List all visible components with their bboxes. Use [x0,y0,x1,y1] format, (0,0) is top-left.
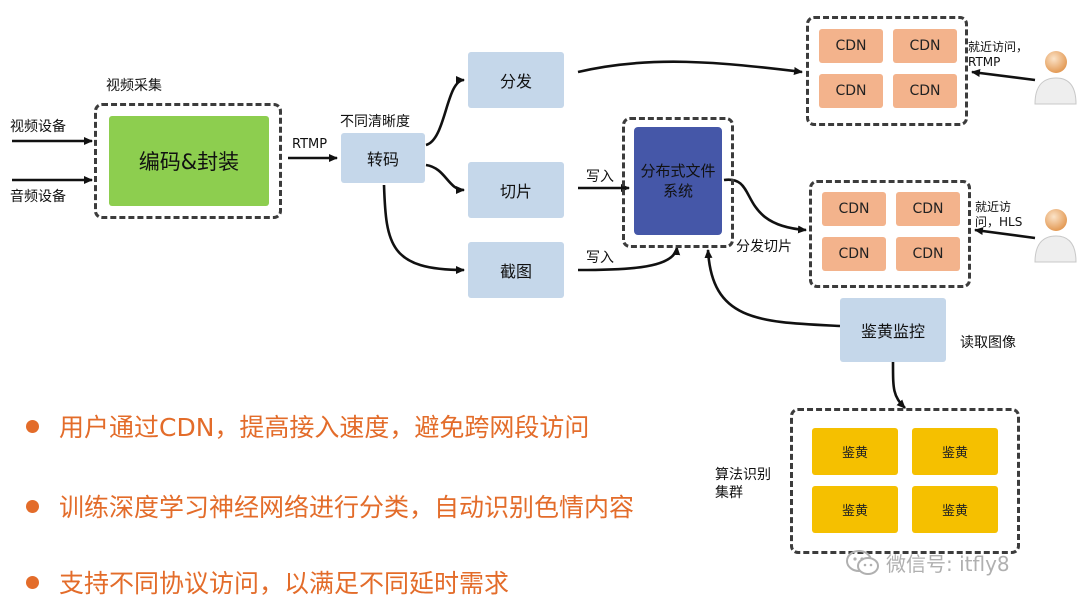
arrow-monitor-to-cluster [891,361,906,409]
nearby-hls-label: 就近访问，HLS [975,200,1023,229]
arrow-user2 [974,227,1036,240]
write-label-2: 写入 [586,250,614,266]
algo-cluster-label: 算法识别集群 [715,467,771,501]
algo-cluster-group [790,408,1020,554]
capture-label: 视频采集 [106,78,162,94]
watermark: 微信号: itfly8 [846,548,1010,577]
arrow-dfs-to-cdn [723,178,807,234]
cdn-node: CDN [896,192,960,226]
bullet-dot-icon [26,500,39,513]
cluster-node: 鉴黄 [912,428,998,475]
cdn-node: CDN [896,237,960,271]
cdn-node: CDN [819,74,883,108]
write-label-1: 写入 [586,169,614,185]
cdn-node: CDN [822,192,886,226]
user-icon [1034,51,1077,105]
bullet-item: 用户通过CDN，提高接入速度，避免跨网段访问 [26,410,669,446]
cdn-node: CDN [819,29,883,63]
bullet-text: 训练深度学习神经网络进行分类，自动识别色情内容 [59,493,635,522]
arrow-monitor-to-dfs [704,249,841,328]
slice-box: 切片 [468,162,564,218]
bullet-item: 支持不同协议访问，以满足不同延时需求 [26,566,669,602]
bullet-text: 支持不同协议访问，以满足不同延时需求 [59,569,510,598]
arrow-user1 [971,69,1036,82]
arrow-to-distribute [425,76,465,147]
audio-device-label: 音频设备 [10,189,66,205]
encode-box: 编码&封装 [109,116,269,206]
cdn-group-rtmp [806,16,968,126]
cluster-node: 鉴黄 [812,428,898,475]
dfs-group [622,117,734,248]
arrow-screenshot-to-dfs [577,246,681,272]
capture-group [94,103,282,219]
cluster-node: 鉴黄 [812,486,898,533]
arrow-to-screenshot [382,184,465,274]
cluster-node: 鉴黄 [912,486,998,533]
bullet-item: 训练深度学习神经网络进行分类，自动识别色情内容 [26,490,669,526]
transcode-box: 转码 [341,133,425,183]
distribute-box: 分发 [468,52,564,108]
distribute-slices-label: 分发切片 [736,239,792,255]
read-image-label: 读取图像 [960,335,1016,351]
wechat-icon [846,549,879,575]
cdn-node: CDN [893,29,957,63]
porn-monitor-box: 鉴黄监控 [840,298,946,362]
bullet-dot-icon [26,576,39,589]
arrow-to-slice [425,163,465,194]
cdn-node: CDN [893,74,957,108]
arrow-distribute-to-cdn [577,60,803,76]
dfs-box: 分布式文件系统 [634,127,722,235]
watermark-text: 微信号: itfly8 [886,552,1010,576]
bullet-dot-icon [26,420,39,433]
user-icon [1034,209,1077,263]
bullet-text: 用户通过CDN，提高接入速度，避免跨网段访问 [59,413,590,442]
screenshot-box: 截图 [468,242,564,298]
nearby-rtmp-label: 就近访问，RTMP [968,40,1029,69]
cdn-node: CDN [822,237,886,271]
rtmp-label: RTMP [292,137,328,152]
video-device-label: 视频设备 [10,119,66,135]
cdn-group-hls [809,180,971,288]
resolutions-label: 不同清晰度 [340,114,410,130]
